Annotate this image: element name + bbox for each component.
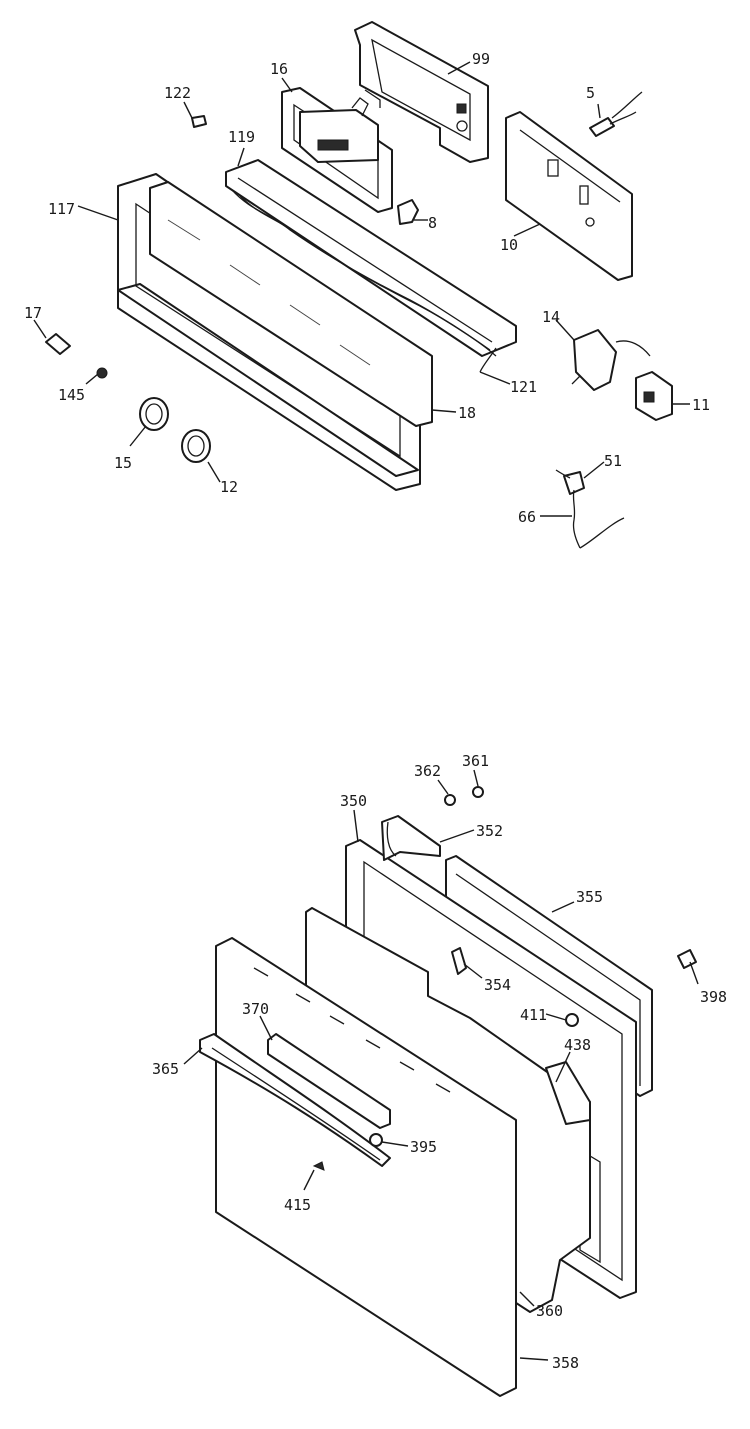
control-bracket-part bbox=[354, 21, 489, 163]
callout-361: 361 bbox=[462, 752, 489, 770]
wire-harness-part bbox=[555, 469, 625, 549]
relay-block-part bbox=[635, 371, 673, 421]
insulation-part bbox=[479, 347, 497, 373]
callout-14: 14 bbox=[542, 308, 560, 326]
screw-part bbox=[312, 1161, 325, 1171]
callout-16: 16 bbox=[270, 60, 288, 78]
sensor-part bbox=[589, 91, 643, 137]
glass-panel-part bbox=[149, 181, 433, 427]
door-handle-part bbox=[199, 1033, 391, 1167]
washer-part bbox=[444, 794, 456, 806]
timer-housing-part bbox=[281, 87, 393, 213]
callout-360: 360 bbox=[536, 1302, 563, 1320]
screw-part bbox=[369, 1133, 383, 1147]
callout-119: 119 bbox=[228, 128, 255, 146]
callout-labels: 99 5 16 122 119 117 8 10 17 14 145 121 1… bbox=[24, 50, 727, 1372]
bumper-part bbox=[565, 1013, 579, 1027]
callout-51: 51 bbox=[604, 452, 622, 470]
callout-354: 354 bbox=[484, 976, 511, 994]
callout-411: 411 bbox=[520, 1006, 547, 1024]
callout-415: 415 bbox=[284, 1196, 311, 1214]
callout-99: 99 bbox=[472, 50, 490, 68]
callout-350: 350 bbox=[340, 792, 367, 810]
switch-part bbox=[397, 199, 419, 225]
gasket-part bbox=[381, 815, 441, 861]
callout-18: 18 bbox=[458, 404, 476, 422]
screw-part bbox=[96, 367, 108, 379]
thermostat-part bbox=[571, 329, 651, 391]
upper-assembly bbox=[33, 21, 690, 549]
callout-362: 362 bbox=[414, 762, 441, 780]
callout-11: 11 bbox=[692, 396, 710, 414]
callout-438: 438 bbox=[564, 1036, 591, 1054]
callout-5: 5 bbox=[586, 84, 595, 102]
door-assembly bbox=[183, 769, 699, 1397]
callout-10: 10 bbox=[500, 236, 518, 254]
handle-bracket-part bbox=[267, 1033, 391, 1129]
knob-part bbox=[181, 429, 211, 463]
clip-part bbox=[191, 115, 207, 128]
callout-358: 358 bbox=[552, 1354, 579, 1372]
callout-365: 365 bbox=[152, 1060, 179, 1078]
callout-66: 66 bbox=[518, 508, 536, 526]
callout-370: 370 bbox=[242, 1000, 269, 1018]
callout-117: 117 bbox=[48, 200, 75, 218]
callout-15: 15 bbox=[114, 454, 132, 472]
screw-part bbox=[677, 949, 697, 969]
callout-398: 398 bbox=[700, 988, 727, 1006]
callout-145: 145 bbox=[58, 386, 85, 404]
latch-part bbox=[451, 947, 467, 975]
bulb-part bbox=[45, 333, 71, 355]
mounting-bracket-part bbox=[505, 111, 633, 281]
heat-shield-part bbox=[225, 159, 517, 357]
callout-122: 122 bbox=[164, 84, 191, 102]
callout-121: 121 bbox=[510, 378, 537, 396]
callout-8: 8 bbox=[428, 214, 437, 232]
callout-12: 12 bbox=[220, 478, 238, 496]
callout-17: 17 bbox=[24, 304, 42, 322]
screw-part bbox=[472, 786, 484, 798]
knob-part bbox=[139, 397, 169, 431]
callout-352: 352 bbox=[476, 822, 503, 840]
callout-355: 355 bbox=[576, 888, 603, 906]
callout-395: 395 bbox=[410, 1138, 437, 1156]
